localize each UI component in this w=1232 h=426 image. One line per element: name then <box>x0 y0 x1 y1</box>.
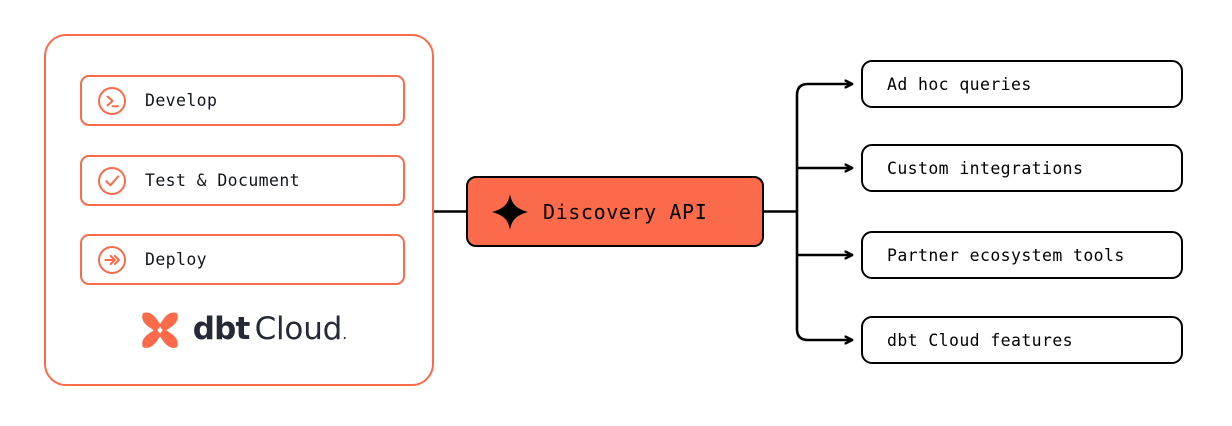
connector-branch-spine <box>795 84 852 212</box>
stage-item-deploy[interactable]: Deploy <box>80 234 405 285</box>
output-box-ad-hoc-queries[interactable]: Ad hoc queries <box>861 60 1183 108</box>
double-chevron-right-circle-icon <box>98 245 126 274</box>
wordmark-dot: . <box>342 323 348 343</box>
dbt-logo-icon <box>141 312 178 348</box>
stage-label-develop: Develop <box>145 91 218 110</box>
stage-label-deploy: Deploy <box>145 250 208 269</box>
discovery-api-label: Discovery API <box>543 199 708 224</box>
discovery-api-node[interactable]: Discovery API <box>466 176 764 247</box>
connector-branch-spine-down <box>795 211 852 341</box>
wordmark-dbt: dbt <box>192 310 251 347</box>
output-box-partner-ecosystem-tools[interactable]: Partner ecosystem tools <box>861 231 1183 279</box>
output-box-dbt-cloud-features[interactable]: dbt Cloud features <box>861 316 1183 364</box>
check-circle-icon <box>98 166 126 195</box>
output-label-custom-integrations: Custom integrations <box>887 158 1084 178</box>
output-label-ad-hoc-queries: Ad hoc queries <box>887 74 1032 94</box>
stage-item-develop[interactable]: Develop <box>80 75 405 126</box>
stage-label-test-and-document: Test & Document <box>145 171 301 190</box>
output-label-dbt-cloud-features: dbt Cloud features <box>887 330 1074 350</box>
stage-item-test-and-document[interactable]: Test & Document <box>80 155 405 206</box>
sparkle-icon <box>492 193 528 230</box>
wordmark-cloud: Cloud <box>254 310 343 347</box>
output-label-partner-ecosystem-tools: Partner ecosystem tools <box>887 245 1125 265</box>
output-box-custom-integrations[interactable]: Custom integrations <box>861 144 1183 192</box>
terminal-prompt-icon <box>98 86 126 115</box>
